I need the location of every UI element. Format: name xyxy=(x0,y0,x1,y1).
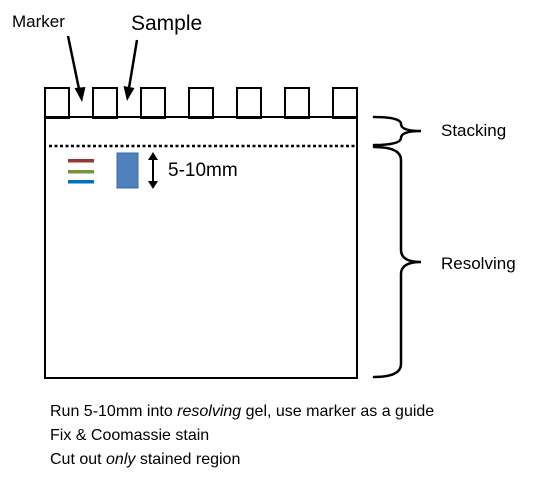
marker-bands xyxy=(68,159,94,184)
resolving-label: Resolving xyxy=(441,254,516,273)
well xyxy=(44,87,70,119)
instruction-line: Fix & Coomassie stain xyxy=(50,427,210,444)
instruction-line: Cut out only stained region xyxy=(50,451,241,468)
well xyxy=(140,87,166,119)
sample-label: Sample xyxy=(131,12,203,35)
resolving-brace xyxy=(372,145,422,379)
marker-band xyxy=(68,170,94,174)
marker-label: Marker xyxy=(12,12,65,31)
well xyxy=(188,87,214,119)
sample-arrow xyxy=(123,39,139,101)
well xyxy=(92,87,118,119)
sample-band xyxy=(116,152,139,189)
well xyxy=(236,87,262,119)
run-distance-label: 5-10mm xyxy=(168,160,238,181)
marker-band xyxy=(68,159,94,163)
marker-band xyxy=(68,180,94,184)
instructions: Run 5-10mm into resolving gel, use marke… xyxy=(50,400,434,472)
well xyxy=(284,87,310,119)
well xyxy=(332,87,358,119)
marker-arrow xyxy=(66,35,86,102)
instruction-line: Run 5-10mm into resolving gel, use marke… xyxy=(50,403,435,420)
stacking-brace xyxy=(372,115,422,147)
stacking-label: Stacking xyxy=(441,121,507,140)
gel-body xyxy=(44,116,358,379)
run-distance-arrow xyxy=(148,152,158,189)
wells xyxy=(44,87,358,119)
